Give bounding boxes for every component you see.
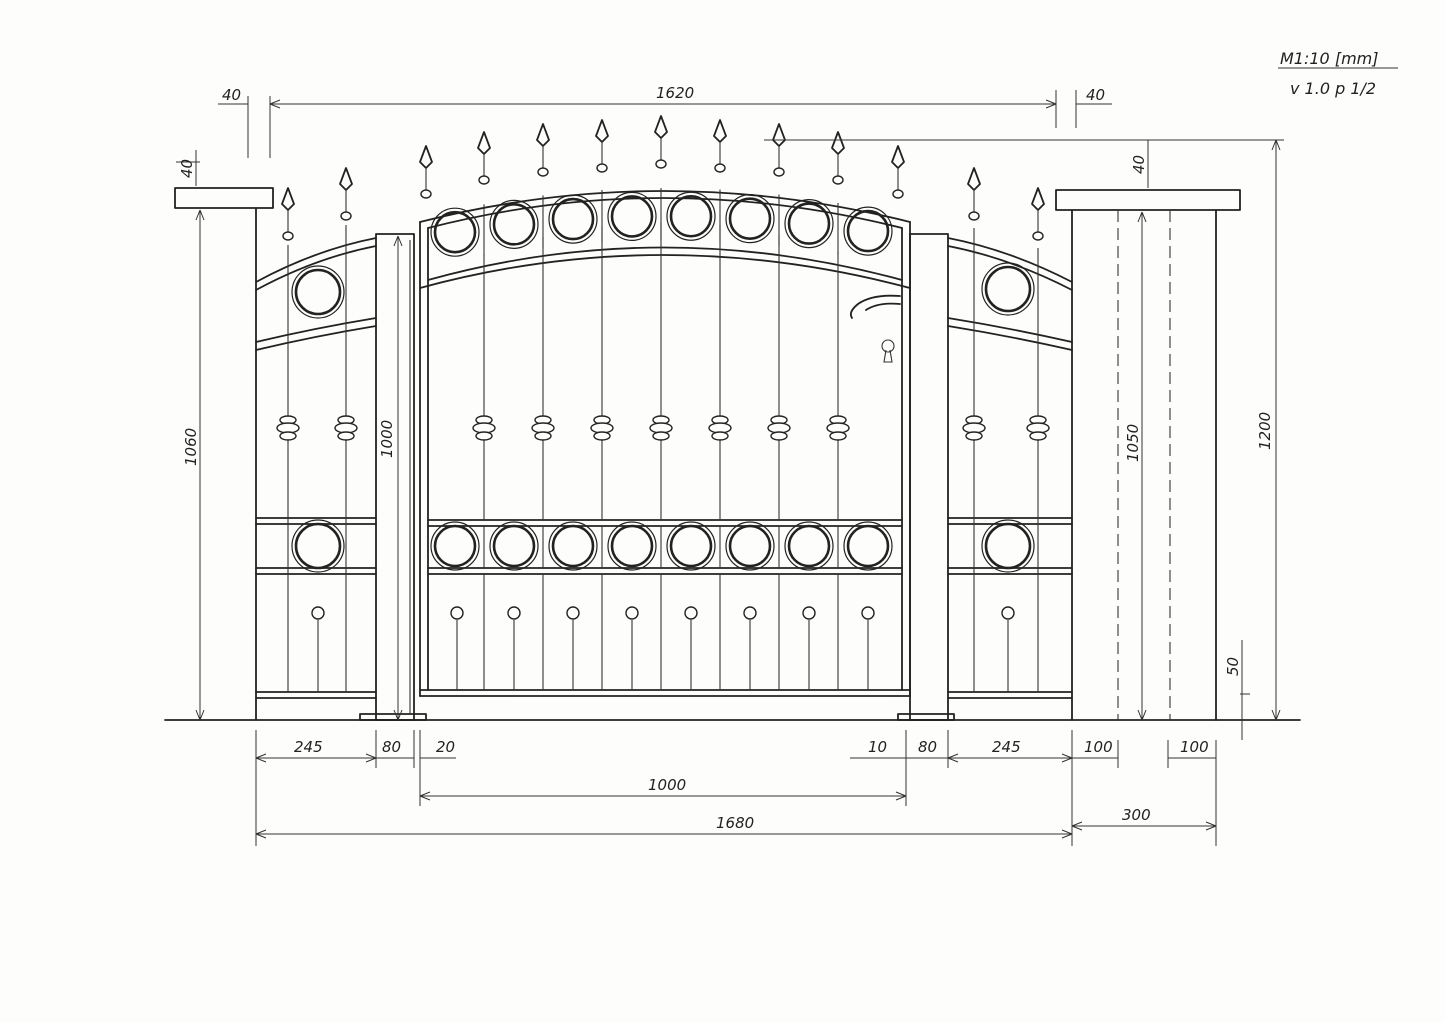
middle-rings [430, 521, 893, 571]
dim-left-panel-width: 245 [294, 738, 323, 756]
bar-collar [649, 415, 673, 441]
right-panel-ring-top [984, 265, 1032, 313]
scale-label: M1:10 [mm] [1280, 49, 1378, 68]
arch-ring [846, 209, 890, 253]
dim-right-panel-width: 245 [992, 738, 1021, 756]
spearhead-finial [477, 131, 491, 185]
dim-right-gap: 10 [868, 738, 887, 756]
right-panel-ring-bottom [984, 522, 1032, 570]
dim-fence-total: 1680 [716, 814, 754, 832]
dim-top-span: 1620 [656, 84, 694, 102]
dim-left-pillar-height: 1060 [182, 428, 200, 466]
picket-knob [625, 606, 639, 620]
middle-ring [787, 524, 831, 568]
bar-collar [767, 415, 791, 441]
bar-collar [590, 415, 614, 441]
gate-handle-and-lock [849, 294, 901, 363]
dim-top-right-40: 40 [1086, 86, 1105, 104]
arch-ring [728, 197, 772, 240]
dim-gate-post-height: 1000 [378, 420, 396, 458]
arch-ring [433, 210, 477, 254]
bar-collars [276, 415, 1050, 441]
dim-top-left-40: 40 [222, 86, 241, 104]
left-panel-ring-top [294, 268, 342, 316]
spearhead-finial [536, 123, 550, 177]
spearhead-finial [339, 167, 353, 221]
spearhead-finial [281, 187, 295, 241]
left-panel-ring-bottom [294, 522, 342, 570]
spearhead-finial [654, 115, 668, 169]
dim-pillar-right-100: 100 [1180, 738, 1209, 756]
main-gate [419, 190, 911, 697]
picket-knob [450, 606, 464, 620]
right-pillar-cap [1055, 189, 1241, 211]
middle-ring [728, 524, 772, 568]
picket-knob [861, 606, 875, 620]
bar-collar [962, 415, 986, 441]
spearhead-finials [281, 115, 1045, 241]
left-pillar [174, 187, 274, 721]
arch-ring [787, 202, 831, 245]
dim-left-post-width: 80 [382, 738, 401, 756]
spearhead-finial [772, 123, 786, 177]
middle-ring [610, 524, 654, 568]
picket-knob [566, 606, 580, 620]
bar-collar [1026, 415, 1050, 441]
middle-ring [551, 524, 595, 568]
picket-knob [507, 606, 521, 620]
arch-ring [610, 195, 654, 238]
bar-collar [531, 415, 555, 441]
bar-collar [708, 415, 732, 441]
spearhead-finial [419, 145, 433, 199]
gate-bars [450, 222, 875, 690]
picket-knob [743, 606, 757, 620]
dimension-labels: 40 1620 40 40 1060 1000 40 1050 1200 50 … [178, 49, 1378, 832]
dim-overall-height: 1200 [1256, 412, 1274, 450]
spearhead-finial [891, 145, 905, 199]
dim-ground-gap: 50 [1224, 657, 1242, 676]
right-fence-panel [947, 228, 1073, 699]
right-pillar [1055, 189, 1241, 721]
middle-ring [669, 524, 713, 568]
spearhead-finial [831, 131, 845, 185]
dimension-lines [176, 67, 1398, 846]
arch-ring [551, 197, 595, 241]
dim-right-post-width: 80 [918, 738, 937, 756]
dim-pillar-total: 300 [1122, 806, 1151, 824]
picket-knob [684, 606, 698, 620]
bar-collar [472, 415, 496, 441]
middle-ring [492, 524, 536, 568]
bar-collar [276, 415, 300, 441]
spearhead-finial [713, 119, 727, 173]
dim-right-pillar-inner: 1050 [1124, 424, 1142, 462]
version-label: v 1.0 p 1/2 [1290, 79, 1376, 98]
left-pillar-cap [174, 187, 274, 209]
arch-ring [669, 194, 713, 238]
arch-ring [492, 203, 536, 246]
spearhead-finial [595, 119, 609, 173]
dim-left-gap: 20 [436, 738, 455, 756]
dim-left-pillar-cap: 40 [178, 159, 196, 178]
spearhead-finial [967, 167, 981, 221]
bar-collar [334, 415, 358, 441]
dim-right-pillar-cap: 40 [1130, 155, 1148, 174]
middle-ring [846, 524, 890, 568]
middle-ring [433, 524, 477, 568]
left-gate-post [359, 233, 427, 721]
picket-knob [802, 606, 816, 620]
right-gate-post [897, 233, 955, 721]
dim-gate-width: 1000 [648, 776, 686, 794]
dim-pillar-left-100: 100 [1084, 738, 1113, 756]
bar-collar [826, 415, 850, 441]
left-fence-panel [255, 225, 377, 699]
spearhead-finial [1031, 187, 1045, 241]
